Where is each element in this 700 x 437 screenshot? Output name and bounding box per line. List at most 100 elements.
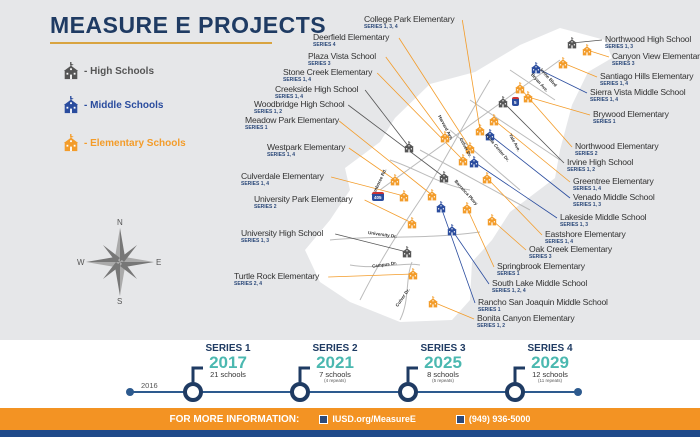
- series-count: 12 schools: [532, 370, 568, 379]
- school-series: SERIES 1: [497, 270, 520, 277]
- timeline-start-dot: [126, 388, 134, 396]
- school-series: SERIES 1, 4: [600, 80, 629, 87]
- leader-line: [364, 89, 410, 148]
- leader-line: [338, 120, 433, 196]
- timeline-bracket: [298, 366, 310, 382]
- school-name: Brywood Elementary: [593, 109, 669, 119]
- school-name: Deerfield Elementary: [313, 32, 390, 42]
- timeline-bracket: [513, 366, 525, 382]
- school-name: Creekside High School: [275, 84, 359, 94]
- phone-number[interactable]: (949) 936-5000: [468, 413, 531, 424]
- school-name: University Park Elementary: [254, 194, 353, 204]
- school-series: SERIES 1, 2: [477, 322, 506, 329]
- school-series: SERIES 1, 3: [560, 221, 589, 228]
- school-series: SERIES 1, 4: [267, 151, 296, 158]
- school-name: Santiago Hills Elementary: [600, 71, 694, 81]
- series-label: SERIES 2: [312, 343, 358, 354]
- leader-line: [491, 219, 527, 251]
- school-series: SERIES 1, 4: [545, 238, 574, 245]
- school-name: College Park Elementary: [364, 14, 455, 24]
- website-link[interactable]: IUSD.org/MeasureE: [332, 413, 416, 424]
- school-series: SERIES 1: [593, 118, 616, 125]
- leader-line: [461, 19, 481, 131]
- legend-middle-schools: - Middle Schools: [62, 96, 163, 114]
- school-name: Westpark Elementary: [267, 142, 346, 152]
- legend-label: - Middle Schools: [84, 99, 164, 111]
- compass-west: W: [77, 258, 85, 267]
- bottom-bar: [0, 430, 700, 437]
- school-series: SERIES 1, 4: [283, 76, 312, 83]
- school-series: SERIES 1, 3: [573, 201, 602, 208]
- footer-phone[interactable]: (949) 936-5000: [455, 413, 531, 425]
- leader-line: [502, 101, 565, 164]
- series-year: 2025: [424, 353, 462, 372]
- school-series: SERIES 2, 4: [234, 280, 263, 287]
- school-name: Springbrook Elementary: [497, 261, 585, 271]
- series-repeats: (5 repeats): [432, 377, 454, 383]
- phone-icon: [455, 415, 465, 425]
- series-repeats: (11 repeats): [538, 377, 562, 383]
- school-series: SERIES 1, 3, 4: [364, 23, 398, 30]
- compass-south: S: [117, 297, 123, 306]
- series-label: SERIES 1: [205, 343, 251, 354]
- legend-high-schools: - High Schools: [62, 62, 154, 80]
- leader-line: [376, 72, 464, 161]
- school-name: Oak Creek Elementary: [529, 244, 612, 254]
- school-series: SERIES 1, 4: [275, 93, 304, 100]
- footer: FOR MORE INFORMATION: IUSD.org/MeasureE …: [0, 408, 700, 430]
- school-name: Lakeside Middle School: [560, 212, 647, 222]
- leader-line: [330, 176, 405, 197]
- school-name: Bonita Canyon Elementary: [477, 313, 575, 323]
- timeline-node: [183, 382, 203, 402]
- timeline-start-year: 2016: [141, 381, 158, 390]
- district-map: [86, 19, 612, 322]
- school-series: SERIES 3: [529, 253, 552, 260]
- compass-rose: [86, 228, 154, 296]
- school-name: Rancho San Joaquin Middle School: [478, 297, 608, 307]
- series-label: SERIES 4: [527, 343, 573, 354]
- school-name: Sierra Vista Middle School: [590, 87, 686, 97]
- school-name: Culverdale Elementary: [241, 171, 324, 181]
- leader-line: [493, 119, 571, 183]
- leader-line: [348, 147, 396, 181]
- title-underline: [50, 42, 272, 44]
- legend-elementary-schools: - Elementary Schools: [62, 134, 186, 152]
- compass-north: N: [117, 218, 123, 227]
- leader-line: [364, 199, 413, 224]
- leader-line: [489, 134, 571, 199]
- school-series: SERIES 2: [575, 150, 598, 157]
- school-name: Woodbridge High School: [254, 99, 345, 109]
- school-name: Northwood Elementary: [575, 141, 659, 151]
- school-series: SERIES 1, 4: [590, 96, 619, 103]
- leader-line: [527, 96, 591, 116]
- leader-line: [385, 56, 446, 138]
- school-name: Northwood High School: [605, 34, 692, 44]
- leader-line: [451, 229, 490, 285]
- school-name: Stone Creek Elementary: [283, 67, 373, 77]
- series-count: 8 schools: [427, 370, 459, 379]
- footer-website[interactable]: IUSD.org/MeasureE: [319, 413, 416, 425]
- school-series: SERIES 1, 3: [605, 43, 634, 50]
- leader-line: [473, 161, 558, 219]
- school-series: SERIES 3: [612, 60, 635, 67]
- series-label: SERIES 3: [420, 343, 466, 354]
- school-series: SERIES 1: [245, 124, 268, 131]
- leader-line: [466, 207, 495, 268]
- school-series: SERIES 1, 4: [241, 180, 270, 187]
- roads: [329, 59, 561, 321]
- school-name: University High School: [241, 228, 324, 238]
- school-name: Venado Middle School: [573, 192, 655, 202]
